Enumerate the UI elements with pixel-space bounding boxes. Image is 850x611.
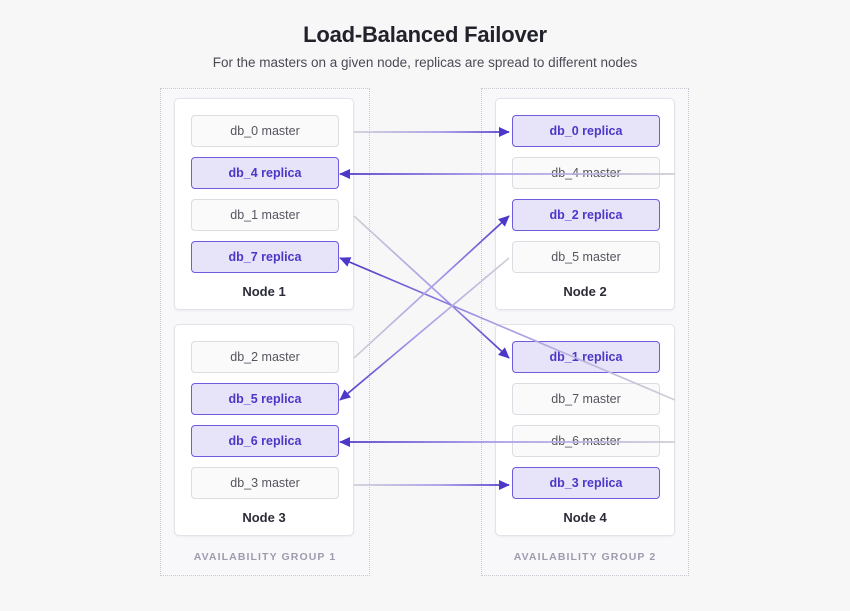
shard-node4-0[interactable]: db_1 replica (512, 341, 660, 373)
shard-node1-2[interactable]: db_1 master (191, 199, 339, 231)
shard-list-node2: db_0 replica db_4 master db_2 replica db… (512, 115, 660, 283)
node-label-node4: Node 4 (563, 510, 607, 525)
node-card-node3[interactable]: db_2 master db_5 replica db_6 replica db… (174, 324, 354, 536)
node-card-node4[interactable]: db_1 replica db_7 master db_6 master db_… (495, 324, 675, 536)
availability-group-1-label: AVAILABILITY GROUP 1 (193, 551, 337, 563)
shard-node4-1[interactable]: db_7 master (512, 383, 660, 415)
node-card-node2[interactable]: db_0 replica db_4 master db_2 replica db… (495, 98, 675, 310)
node-label-node3: Node 3 (242, 510, 286, 525)
node-label-node2: Node 2 (563, 284, 607, 299)
shard-node3-0[interactable]: db_2 master (191, 341, 339, 373)
page-title: Load-Balanced Failover (303, 22, 547, 47)
shard-node3-3[interactable]: db_3 master (191, 467, 339, 499)
shard-node3-1[interactable]: db_5 replica (191, 383, 339, 415)
shard-node1-0[interactable]: db_0 master (191, 115, 339, 147)
shard-node4-3[interactable]: db_3 replica (512, 467, 660, 499)
shard-list-node3: db_2 master db_5 replica db_6 replica db… (191, 341, 339, 509)
shard-node1-3[interactable]: db_7 replica (191, 241, 339, 273)
shard-node3-2[interactable]: db_6 replica (191, 425, 339, 457)
node-card-node1[interactable]: db_0 master db_4 replica db_1 master db_… (174, 98, 354, 310)
node-label-node1: Node 1 (242, 284, 286, 299)
shard-node2-3[interactable]: db_5 master (512, 241, 660, 273)
shard-list-node1: db_0 master db_4 replica db_1 master db_… (191, 115, 339, 283)
shard-node2-1[interactable]: db_4 master (512, 157, 660, 189)
shard-node2-0[interactable]: db_0 replica (512, 115, 660, 147)
page-subtitle: For the masters on a given node, replica… (212, 55, 638, 70)
availability-group-2-label: AVAILABILITY GROUP 2 (513, 551, 657, 563)
shard-list-node4: db_1 replica db_7 master db_6 master db_… (512, 341, 660, 509)
shard-node4-2[interactable]: db_6 master (512, 425, 660, 457)
shard-node2-2[interactable]: db_2 replica (512, 199, 660, 231)
shard-node1-1[interactable]: db_4 replica (191, 157, 339, 189)
